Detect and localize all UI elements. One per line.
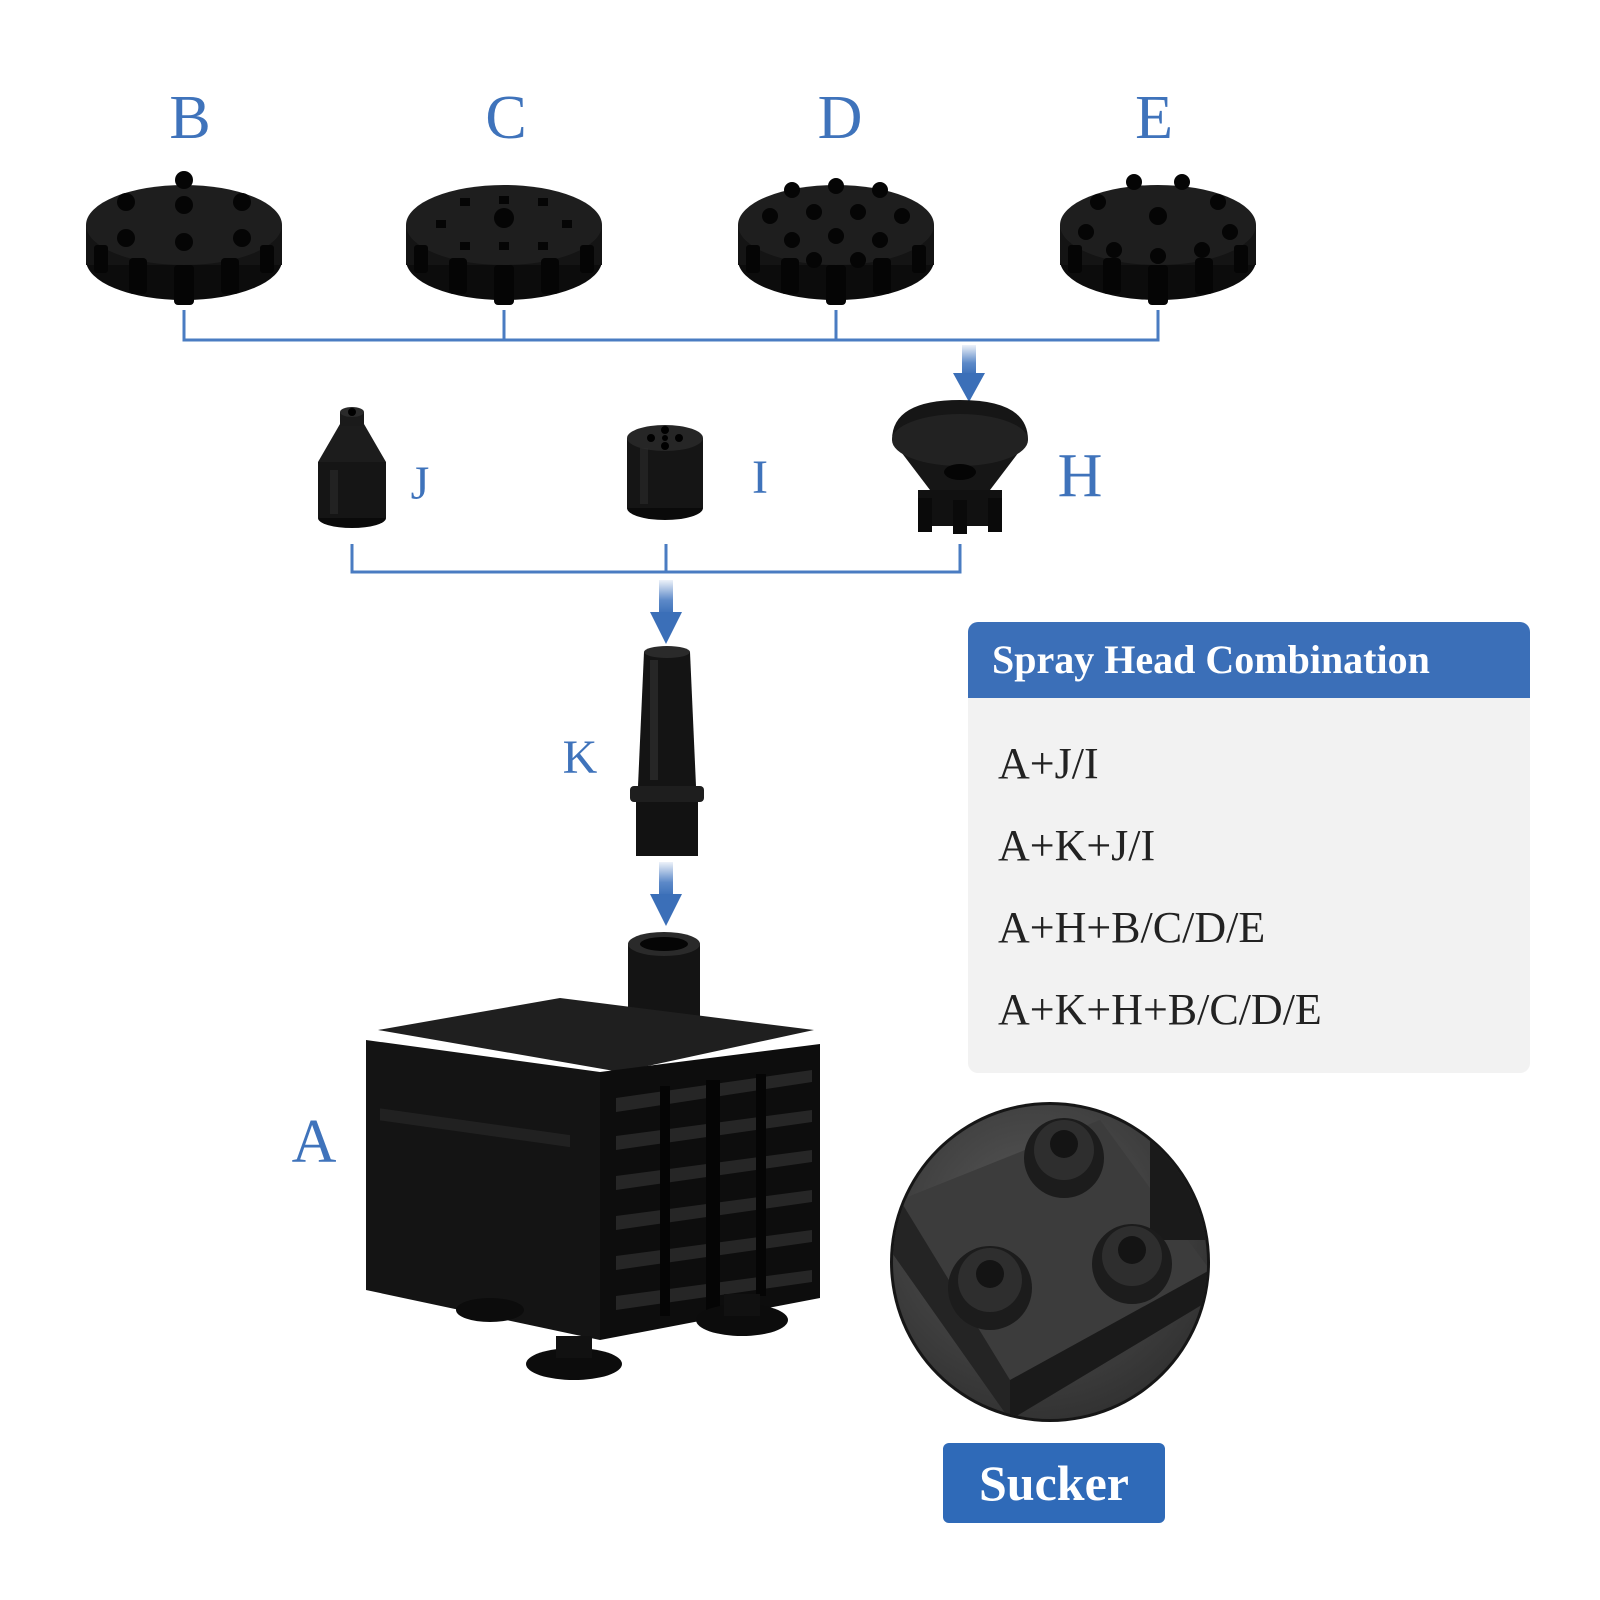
- sucker-zoom: [890, 1102, 1210, 1422]
- adapter-h: [892, 400, 1028, 534]
- extension-tube-k: [630, 646, 704, 856]
- label-k: K: [562, 731, 598, 784]
- combination-item: A+J/I: [998, 739, 1099, 788]
- label-d: D: [817, 84, 863, 152]
- combination-panel-title: Spray Head Combination: [968, 622, 1530, 698]
- combination-list: A+J/I A+K+J/I A+H+B/C/D/E A+K+H+B/C/D/E: [968, 698, 1530, 1062]
- top-connector: [182, 310, 1160, 342]
- spray-disc-b: [86, 171, 282, 305]
- label-e: E: [1135, 84, 1173, 152]
- sucker-cup: [1024, 1118, 1104, 1198]
- middle-connector: [350, 544, 962, 574]
- combination-item: A+K+J/I: [998, 821, 1156, 870]
- combination-item: A+K+H+B/C/D/E: [998, 985, 1322, 1034]
- nozzle-i: [627, 425, 703, 520]
- spray-disc-e: [1060, 174, 1256, 305]
- label-i: I: [752, 451, 768, 504]
- label-b: B: [169, 84, 211, 152]
- label-j: J: [410, 457, 430, 510]
- nozzle-j: [318, 407, 386, 528]
- arrow-to-h: [953, 345, 985, 402]
- sucker-cup: [1092, 1224, 1172, 1304]
- sucker-cup: [948, 1246, 1032, 1330]
- arrow-to-k: [650, 580, 682, 644]
- sucker-label: Sucker: [943, 1443, 1165, 1523]
- spray-disc-d: [738, 178, 934, 305]
- arrow-to-pump: [650, 862, 682, 926]
- label-h: H: [1057, 442, 1103, 510]
- spray-disc-c: [406, 185, 602, 305]
- label-c: C: [485, 84, 527, 152]
- combination-panel: Spray Head Combination A+J/I A+K+J/I A+H…: [968, 622, 1530, 1073]
- label-a: A: [291, 1108, 337, 1176]
- pump-a: [366, 932, 820, 1380]
- combination-item: A+H+B/C/D/E: [998, 903, 1266, 952]
